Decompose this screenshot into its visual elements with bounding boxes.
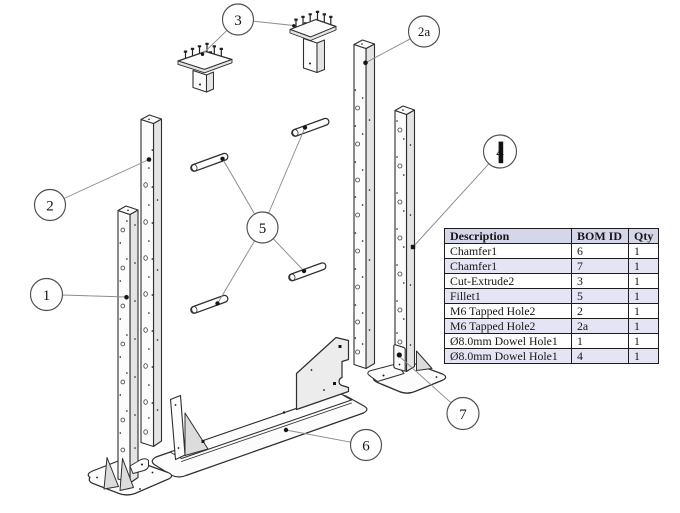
bom-cell-description: Fillet1 [444,288,572,304]
balloon-1-label: 1 [43,288,51,304]
bom-row: Cut-Extrude2 3 1 [444,273,660,289]
leader-line-4 [412,163,490,248]
balloon-3-label: 3 [234,13,242,29]
bom-header-bom-id: BOM ID [571,228,629,244]
bom-cell-bom-id: 6 [571,243,629,259]
bom-cell-description: M6 Tapped Hole2 [444,318,572,334]
base-rail-left-bracket [169,394,186,461]
bolt-icon [328,15,334,26]
post-2 [140,114,163,448]
post-2a [353,39,376,370]
dowel-pin [189,151,230,173]
bom-row: Ø8.0mm Dowel Hole1 1 1 [444,333,660,349]
bom-cell-description: Chamfer1 [444,243,572,259]
balloon-1: 1 [29,277,64,312]
right-foot-gusset [416,350,433,371]
balloon-2: 2 [33,188,67,222]
leader-line-3a [202,29,228,55]
bom-cell-qty: 1 [627,303,660,319]
post-4-holes [396,120,412,351]
bom-row: Chamfer1 6 1 [444,243,660,259]
bom-header-qty: Qty [627,228,660,244]
post-1-holes [119,220,136,453]
bom-table: Description BOM ID Qty Chamfer1 6 1 Cham… [444,228,660,364]
top-cap-right [289,10,337,74]
bom-cell-qty: 1 [627,243,660,259]
balloon-4: 4 [482,134,518,169]
bom-cell-description: Ø8.0mm Dowel Hole1 [444,348,572,364]
dowel-pin [189,293,230,315]
balloon-5-label: 5 [259,221,267,237]
bom-cell-description: Cut-Extrude2 [444,273,572,289]
bom-cell-qty: 1 [627,288,660,304]
base-rail [151,336,368,478]
leader-line-6 [285,429,351,443]
bom-cell-description: Chamfer1 [444,258,572,274]
bom-row: M6 Tapped Hole2 2 1 [444,303,660,319]
post-1-bottom-tab [129,458,149,474]
left-foot-gusset-1 [103,457,119,490]
bom-cell-bom-id: 2a [571,318,629,334]
bom-cell-qty: 1 [627,333,660,349]
leader-line-3b [253,20,294,26]
balloon-6-label: 6 [362,438,370,454]
leader-line-2a [365,38,411,64]
bom-row: Ø8.0mm Dowel Hole1 4 1 [444,348,660,364]
left-foot-gusset-2 [119,458,134,491]
bom-row: M6 Tapped Hole2 2a 1 [444,318,660,334]
bom-cell-qty: 1 [627,258,660,274]
leader-line-1 [62,294,127,298]
bom-cell-bom-id: 4 [571,348,629,364]
bolt-icon [321,12,327,23]
leader-line-7 [399,356,452,404]
bolt-icon [212,44,217,55]
right-foot-overlays [367,344,444,394]
balloon-5: 5 [246,211,279,244]
bom-cell-description: Ø8.0mm Dowel Hole1 [444,333,572,349]
balloon-7-label: 7 [459,407,467,423]
bom-cell-bom-id: 1 [571,333,629,349]
bom-cell-qty: 1 [627,273,660,289]
bom-cell-bom-id: 7 [571,258,629,274]
post-2-holes [143,149,159,435]
bom-cell-bom-id: 5 [571,288,629,304]
bom-row: Chamfer1 7 1 [444,258,660,274]
bom-cell-qty: 1 [627,318,660,334]
bom-row: Fillet1 5 1 [444,288,660,304]
bolt-icon [315,10,320,21]
dowel-pin [287,261,328,283]
post-4 [394,105,416,373]
bom-cell-bom-id: 2 [571,303,629,319]
dowel-pin [290,116,331,138]
balloon-2a-label: 2a [418,24,431,39]
balloon-3: 3 [221,3,255,36]
base-rail-left-gusset [184,412,209,456]
bom-header-row: Description BOM ID Qty [444,228,660,244]
bom-cell-bom-id: 3 [571,273,629,289]
leader-line-2 [63,159,150,199]
balloon-7: 7 [446,396,480,431]
bom-cell-qty: 1 [627,348,660,364]
balloon-2a: 2a [407,15,441,48]
leader-line-5b [262,127,306,228]
base-rail-plate [151,394,368,478]
bom-cell-description: M6 Tapped Hole2 [444,303,572,319]
post-2a-holes [354,89,371,355]
bracket-7 [393,344,406,372]
bom-header-description: Description [444,228,572,244]
balloon-6: 6 [349,428,383,462]
top-cap-left [177,42,233,93]
post-1 [92,205,170,496]
base-rail-end-plate [295,336,350,411]
balloon-2-label: 2 [46,198,54,214]
